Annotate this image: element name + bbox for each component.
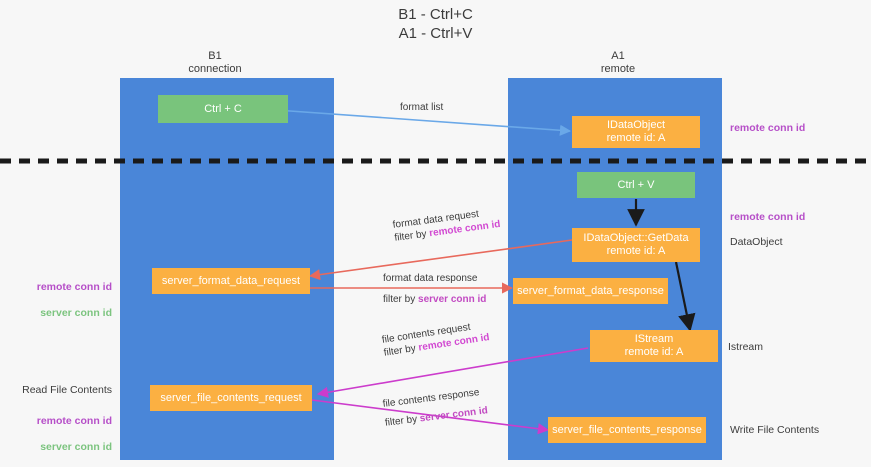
label-format-remote-conn-id: remote conn id — [36, 281, 112, 293]
label-remote-conn-id-top: remote conn id — [730, 122, 806, 134]
column-header-b1: B1 connection — [188, 50, 242, 75]
box-server-format-data-request[interactable]: server_format_data_request — [152, 268, 310, 294]
page-title: B1 - Ctrl+C A1 - Ctrl+V — [398, 6, 473, 42]
flow-label-fcres-prefix: filter by — [384, 413, 421, 429]
flow-label-fcres-emphasis: server conn id — [419, 405, 489, 425]
label-dataobject: DataObject — [730, 236, 783, 248]
box-idataobject-getdata[interactable]: IDataObject::GetData remote id: A — [572, 228, 700, 262]
box-idataobject[interactable]: IDataObject remote id: A — [572, 116, 700, 148]
column-header-a1: A1 remote — [600, 50, 636, 75]
flow-label-format-data-response-line1: format data response — [383, 273, 478, 284]
label-remote-conn-id-mid: remote conn id — [730, 211, 806, 223]
flow-label-fdres-prefix: filter by — [383, 294, 419, 305]
box-server-format-data-response[interactable]: server_format_data_response — [513, 278, 668, 304]
label-file-remote-conn-id: remote conn id — [36, 415, 112, 427]
label-format-conn-ids: remote conn id server conn id — [0, 268, 112, 320]
flow-label-file-contents-request: file contents request filter by remote c… — [381, 318, 490, 359]
label-file-server-conn-id: server conn id — [40, 441, 112, 453]
label-file-conn-ids: remote conn id server conn id — [0, 402, 112, 454]
flow-label-file-contents-response: file contents response filter by server … — [382, 385, 489, 429]
box-istream[interactable]: IStream remote id: A — [590, 330, 718, 362]
flow-label-format-data-response: format data response filter by server co… — [383, 272, 486, 306]
label-format-server-conn-id: server conn id — [40, 307, 112, 319]
flow-label-fdr-prefix: filter by — [393, 228, 430, 244]
flow-label-fcr-prefix: filter by — [383, 342, 420, 359]
box-ctrl-v[interactable]: Ctrl + V — [577, 172, 695, 198]
flow-label-format-data-request: format data request filter by remote con… — [392, 205, 501, 245]
box-server-file-contents-response[interactable]: server_file_contents_response — [548, 417, 706, 443]
flow-label-format-list: format list — [400, 102, 444, 113]
flow-label-fdres-emphasis: server conn id — [418, 294, 487, 305]
box-ctrl-c[interactable]: Ctrl + C — [158, 95, 288, 123]
box-server-file-contents-request[interactable]: server_file_contents_request — [150, 385, 312, 411]
label-istream: Istream — [728, 341, 764, 353]
label-read-file-contents: Read File Contents — [22, 384, 112, 396]
label-write-file-contents: Write File Contents — [730, 424, 820, 436]
flow-label-format-data-response-line2: filter by server conn id — [383, 293, 486, 306]
